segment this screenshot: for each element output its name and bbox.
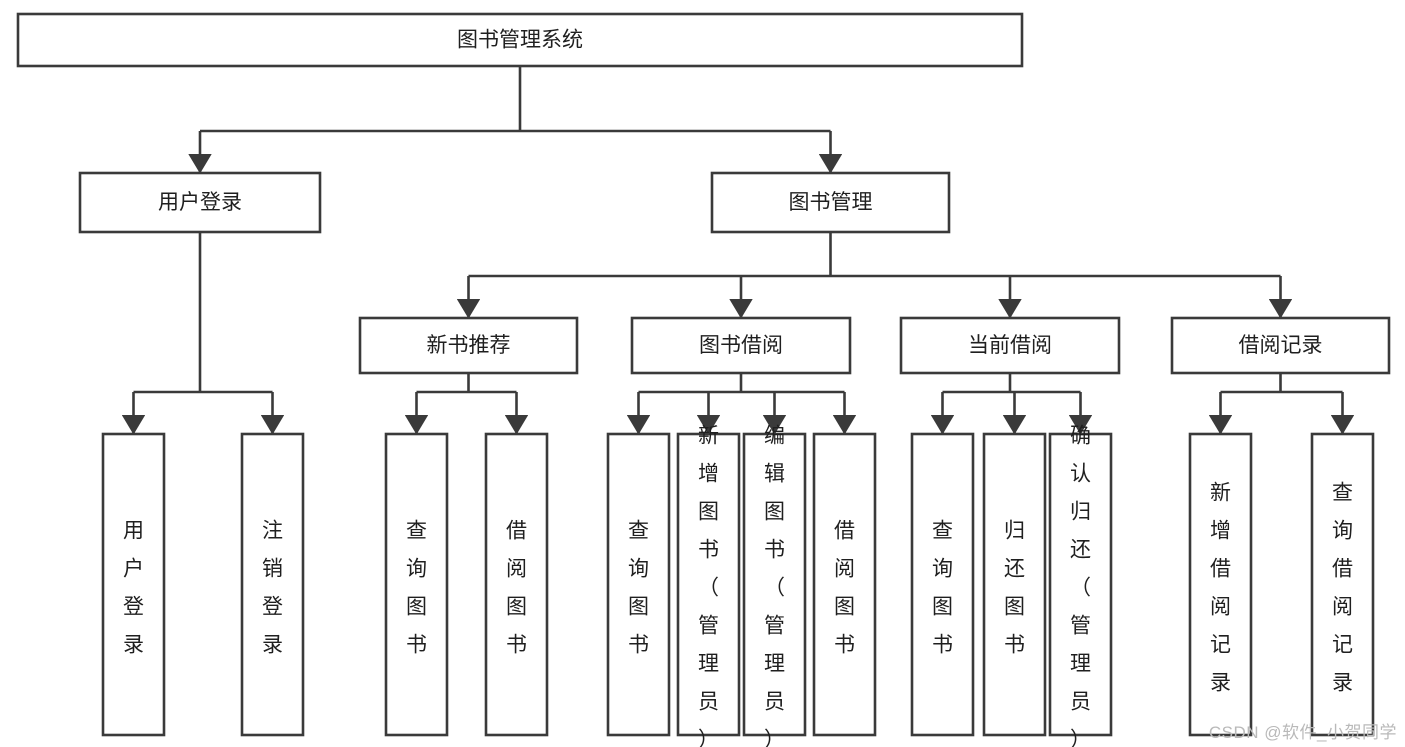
node-box-leaf-borrow-book-2 [812, 432, 877, 737]
node-label-book-borrow: 图书借阅 [699, 334, 783, 357]
node-label-current-borrow: 当前借阅 [968, 334, 1052, 357]
node-leaf-add-book-admin[interactable]: 新增图书（管理员） [676, 424, 741, 747]
node-label-leaf-logout-login: 注销登录 [262, 519, 283, 656]
node-box-borrow-record [1170, 316, 1391, 375]
node-leaf-edit-book-admin[interactable]: 编辑图书（管理员） [742, 424, 807, 747]
node-leaf-borrow-book-1[interactable]: 借阅图书 [484, 432, 549, 737]
node-leaf-borrow-book-2[interactable]: 借阅图书 [812, 432, 877, 737]
node-book-borrow[interactable]: 图书借阅 [630, 316, 852, 375]
node-box-leaf-user-login [101, 432, 166, 737]
node-book-manage[interactable]: 图书管理 [710, 171, 951, 234]
node-box-leaf-logout-login [240, 432, 305, 737]
edge-edge-newbook-children [404, 373, 529, 435]
edge-edge-currentborrow-children [930, 373, 1093, 435]
node-box-leaf-edit-book-admin [742, 432, 807, 737]
node-box-current-borrow [899, 316, 1121, 375]
edge-edge-root-to-level2 [188, 66, 843, 174]
nodes-layer: 图书管理系统用户登录图书管理新书推荐图书借阅当前借阅借阅记录用户登录注销登录查询… [16, 12, 1391, 747]
node-label-borrow-record: 借阅记录 [1239, 334, 1323, 357]
node-leaf-query-book-1[interactable]: 查询图书 [384, 432, 449, 737]
node-label-leaf-borrow-book-2: 借阅图书 [834, 519, 855, 656]
edges-layer [121, 66, 1355, 435]
node-current-borrow[interactable]: 当前借阅 [899, 316, 1121, 375]
node-new-book-recommend[interactable]: 新书推荐 [358, 316, 579, 375]
node-label-leaf-query-book-1: 查询图书 [406, 519, 427, 656]
node-label-leaf-add-book-admin: 新增图书（管理员） [698, 424, 719, 747]
node-label-user-login: 用户登录 [158, 191, 242, 214]
node-box-leaf-query-book-1 [384, 432, 449, 737]
node-label-new-book-recommend: 新书推荐 [427, 334, 511, 357]
node-box-leaf-borrow-book-1 [484, 432, 549, 737]
node-label-leaf-return-book: 归还图书 [1004, 519, 1025, 656]
node-box-root [16, 12, 1024, 68]
node-box-new-book-recommend [358, 316, 579, 375]
node-label-leaf-user-login: 用户登录 [123, 519, 144, 656]
node-label-book-manage: 图书管理 [789, 191, 873, 214]
edge-edge-borrowrecord-children [1208, 373, 1355, 435]
edge-edge-bookmanage-children [456, 232, 1293, 319]
edge-edge-bookborrow-children [626, 373, 857, 435]
node-leaf-query-book-3[interactable]: 查询图书 [910, 432, 975, 737]
edge-edge-userlogin-children [121, 232, 285, 435]
node-leaf-query-book-2[interactable]: 查询图书 [606, 432, 671, 737]
node-box-leaf-add-borrow-record [1188, 432, 1253, 737]
node-label-leaf-add-borrow-record: 新增借阅记录 [1210, 481, 1231, 694]
node-box-leaf-add-book-admin [676, 432, 741, 737]
node-borrow-record[interactable]: 借阅记录 [1170, 316, 1391, 375]
node-leaf-add-borrow-record[interactable]: 新增借阅记录 [1188, 432, 1253, 737]
node-label-leaf-confirm-return-admin: 确认归还（管理员） [1070, 424, 1091, 747]
node-label-leaf-edit-book-admin: 编辑图书（管理员） [764, 424, 785, 747]
node-leaf-return-book[interactable]: 归还图书 [982, 432, 1047, 737]
node-label-root: 图书管理系统 [457, 29, 583, 52]
node-box-leaf-query-book-3 [910, 432, 975, 737]
node-root[interactable]: 图书管理系统 [16, 12, 1024, 68]
node-box-leaf-confirm-return-admin [1048, 432, 1113, 737]
node-label-leaf-query-borrow-record: 查询借阅记录 [1332, 481, 1353, 694]
node-leaf-query-borrow-record[interactable]: 查询借阅记录 [1310, 432, 1375, 737]
node-box-book-borrow [630, 316, 852, 375]
node-box-book-manage [710, 171, 951, 234]
node-leaf-logout-login[interactable]: 注销登录 [240, 432, 305, 737]
node-box-leaf-query-borrow-record [1310, 432, 1375, 737]
node-label-leaf-query-book-3: 查询图书 [932, 519, 953, 656]
node-box-leaf-query-book-2 [606, 432, 671, 737]
node-label-leaf-borrow-book-1: 借阅图书 [506, 519, 527, 656]
node-box-user-login [78, 171, 322, 234]
node-leaf-user-login[interactable]: 用户登录 [101, 432, 166, 737]
node-user-login[interactable]: 用户登录 [78, 171, 322, 234]
node-leaf-confirm-return-admin[interactable]: 确认归还（管理员） [1048, 424, 1113, 747]
node-label-leaf-query-book-2: 查询图书 [628, 519, 649, 656]
node-box-leaf-return-book [982, 432, 1047, 737]
